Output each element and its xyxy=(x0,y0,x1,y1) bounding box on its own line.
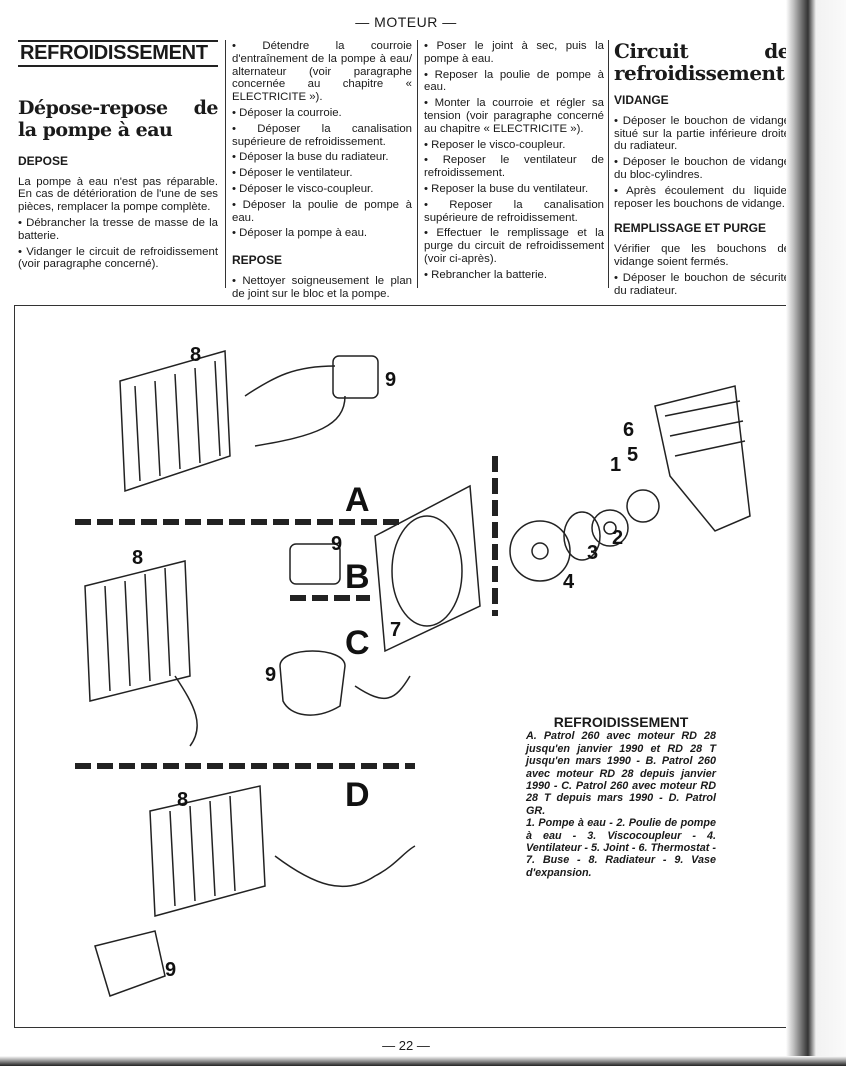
label-4: 4 xyxy=(563,571,575,593)
heading-pompe: Dépose-repose de la pompe à eau xyxy=(18,96,219,141)
label-9: 9 xyxy=(331,533,342,555)
label-9: 9 xyxy=(385,369,396,391)
pulley xyxy=(591,509,629,547)
scan-edge xyxy=(0,1056,846,1066)
label-5: 5 xyxy=(627,444,638,466)
engine-block xyxy=(654,385,751,532)
caption-title: REFROIDISSEMENT xyxy=(553,714,689,730)
column-divider xyxy=(225,40,226,288)
label-8: 8 xyxy=(132,547,143,569)
paragraph: • Déposer le bouchon de vidange situé su… xyxy=(614,114,790,153)
column-4: Circuit de refroidissement VIDANGE • Dép… xyxy=(614,39,791,300)
column-3: • Poser le joint à sec, puis la pompe à … xyxy=(424,40,604,285)
column-divider xyxy=(417,40,418,288)
subheading-repose: REPOSE xyxy=(232,253,283,268)
paragraph: • Déposer le visco-coupleur. xyxy=(232,182,374,195)
label-A: A xyxy=(345,481,370,519)
radiator-b xyxy=(84,560,191,702)
expansion-tank-b xyxy=(289,543,341,585)
fan xyxy=(509,520,571,582)
label-9: 9 xyxy=(165,959,176,981)
water-pump xyxy=(626,489,660,523)
expansion-tank-d xyxy=(94,930,166,997)
fan-shroud xyxy=(374,484,481,653)
label-3: 3 xyxy=(587,542,598,564)
label-1: 1 xyxy=(610,454,621,476)
column-1: REFROIDISSEMENT Dépose-repose de la pomp… xyxy=(18,40,219,274)
label-7: 7 xyxy=(390,619,401,641)
caption-legend: 1. Pompe à eau - 2. Poulie de pompe à ea… xyxy=(526,817,716,879)
paragraph: • Rebrancher la batterie. xyxy=(424,268,548,281)
cooling-diagram: A B C D 1 2 3 4 5 6 7 8 8 8 9 9 9 9 xyxy=(75,344,751,997)
heading-circuit: Circuit de refroidissement xyxy=(614,39,791,85)
paragraph: • Déposer la pompe à eau. xyxy=(232,227,368,240)
hose xyxy=(274,845,416,888)
label-B: B xyxy=(345,558,370,596)
paragraph: • Reposer le ventilateur de refroidissem… xyxy=(424,154,604,180)
dashed-divider xyxy=(75,456,498,769)
paragraph: • Déposer la courroie. xyxy=(232,106,342,119)
paragraph: • Déposer le bouchon de vidange du bloc-… xyxy=(614,156,790,181)
paragraph: La pompe à eau n'est pas réparable. En c… xyxy=(18,175,218,214)
paragraph: • Débrancher la tresse de masse de la ba… xyxy=(18,216,218,242)
label-D: D xyxy=(345,776,370,814)
expansion-tank-a xyxy=(332,355,379,399)
figure-frame: A B C D 1 2 3 4 5 6 7 8 8 8 9 9 9 9 xyxy=(14,305,792,1028)
paragraph: • Poser le joint à sec, puis la pompe à … xyxy=(424,40,604,65)
running-header: — MOTEUR — xyxy=(355,14,457,30)
paragraph: • Déposer la poulie de pompe à eau. xyxy=(232,198,412,224)
paragraph: • Reposer la canalisation supérieure de … xyxy=(424,198,604,224)
paragraph: • Monter la courroie et régler sa tensio… xyxy=(424,97,604,135)
hose xyxy=(174,675,411,747)
paragraph: • Détendre la courroie d'entraînement de… xyxy=(232,40,412,104)
paragraph: • Effectuer le remplissage et la purge d… xyxy=(424,227,604,265)
column-divider xyxy=(608,40,609,288)
paragraph: • Déposer la buse du radiateur. xyxy=(232,151,389,164)
paragraph: • Après écoulement du liquide, reposer l… xyxy=(614,184,790,210)
hose xyxy=(244,365,346,447)
label-8: 8 xyxy=(190,344,201,366)
radiator-a xyxy=(119,350,231,493)
section-title: REFROIDISSEMENT xyxy=(18,40,218,67)
paragraph: Vérifier que les bouchons de vidange soi… xyxy=(614,243,790,268)
caption-variants: A. Patrol 260 avec moteur RD 28 jusqu'en… xyxy=(526,730,716,817)
label-8: 8 xyxy=(177,789,188,811)
label-2: 2 xyxy=(612,527,623,549)
paragraph: • Déposer le ventilateur. xyxy=(232,167,353,180)
subheading-remplissage: REMPLISSAGE ET PURGE xyxy=(614,221,767,236)
paragraph: • Reposer le visco-coupleur. xyxy=(424,138,566,151)
radiator-d xyxy=(149,785,266,917)
column-2: • Détendre la courroie d'entraînement de… xyxy=(232,40,412,304)
expansion-tank-c xyxy=(279,650,346,716)
paragraph: • Nettoyer soigneusement le plan de join… xyxy=(232,274,412,300)
paragraph: • Déposer le bouchon de sécurité du radi… xyxy=(614,271,790,297)
paragraph: • Reposer la buse du ventilateur. xyxy=(424,182,589,195)
page-number: — 22 — xyxy=(382,1038,430,1053)
label-6: 6 xyxy=(623,419,634,441)
subheading-vidange: VIDANGE xyxy=(614,93,669,107)
paragraph: • Déposer la canalisation supérieure de … xyxy=(232,122,412,148)
figure-caption: REFROIDISSEMENT A. Patrol 260 avec moteu… xyxy=(526,714,716,879)
subheading-depose: DEPOSE xyxy=(18,153,69,168)
paragraph: • Vidanger le circuit de refroidissement… xyxy=(18,245,218,271)
paragraph: • Reposer la poulie de pompe à eau. xyxy=(424,68,604,94)
label-9: 9 xyxy=(265,664,276,686)
page-binding-shadow xyxy=(786,0,846,1066)
label-C: C xyxy=(345,624,370,662)
viscocoupler xyxy=(563,511,601,561)
